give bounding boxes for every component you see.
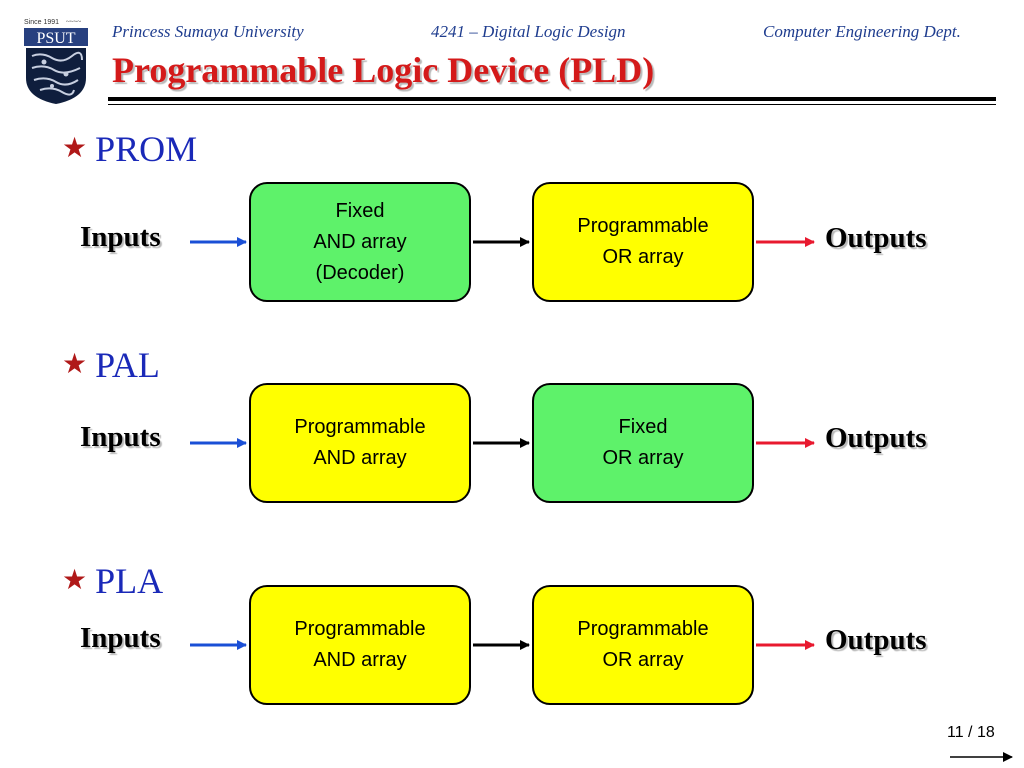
section-label-pla: PLA — [95, 561, 164, 601]
section-pla: ★ PLA — [62, 563, 163, 599]
block-line: Programmable — [577, 618, 709, 640]
logo-abbrev-text: PSUT — [36, 30, 75, 47]
title-rule-thick — [108, 97, 996, 101]
block-line: AND array — [313, 447, 407, 469]
section-label-prom: PROM — [95, 129, 198, 169]
pla-outputs-label: Outputs — [825, 624, 927, 656]
title-rule-thin — [108, 104, 996, 105]
prom-inputs-label: Inputs — [80, 221, 161, 253]
logo-since-text: Since 1991 — [24, 19, 59, 26]
block-line: Fixed — [335, 199, 385, 222]
pla-programmable-and-array-block: Programmable AND array — [249, 585, 471, 705]
pal-fixed-or-array-block: Fixed OR array — [532, 383, 754, 503]
block-line: Programmable — [294, 416, 426, 438]
pla-inputs-label: Inputs — [80, 622, 161, 654]
prom-outputs-label: Outputs — [825, 222, 927, 254]
header-course: 4241 – Digital Logic Design — [431, 22, 626, 41]
pal-outputs-label: Outputs — [825, 422, 927, 454]
block-line: Programmable — [294, 618, 426, 640]
star-bullet-icon: ★ — [62, 349, 88, 380]
slide-title: Programmable Logic Device (PLD) — [112, 50, 655, 90]
pla-programmable-or-array-block: Programmable OR array — [532, 585, 754, 705]
header-university: Princess Sumaya University — [112, 22, 304, 41]
block-line: Fixed — [618, 416, 668, 438]
block-line: OR array — [602, 246, 684, 268]
psut-logo: Since 1991 ~~~~ PSUT — [24, 18, 88, 104]
section-pal: ★ PAL — [62, 347, 160, 383]
star-bullet-icon: ★ — [62, 133, 88, 164]
section-prom: ★ PROM — [62, 131, 197, 167]
block-line: OR array — [602, 649, 684, 671]
logo-arabic-mark: ~~~~ — [66, 18, 81, 26]
section-label-pal: PAL — [95, 345, 160, 385]
block-line: (Decoder) — [315, 261, 405, 284]
header-department: Computer Engineering Dept. — [763, 22, 961, 41]
block-line: OR array — [602, 447, 684, 469]
prom-fixed-and-array-block: Fixed AND array (Decoder) — [249, 182, 471, 302]
block-line: Programmable — [577, 215, 709, 237]
page-number: 11 / 18 — [947, 724, 995, 741]
block-line: AND array — [313, 649, 407, 671]
pal-programmable-and-array-block: Programmable AND array — [249, 383, 471, 503]
pal-inputs-label: Inputs — [80, 421, 161, 453]
star-bullet-icon: ★ — [62, 565, 88, 596]
block-line: AND array — [313, 230, 407, 253]
prom-programmable-or-array-block: Programmable OR array — [532, 182, 754, 302]
